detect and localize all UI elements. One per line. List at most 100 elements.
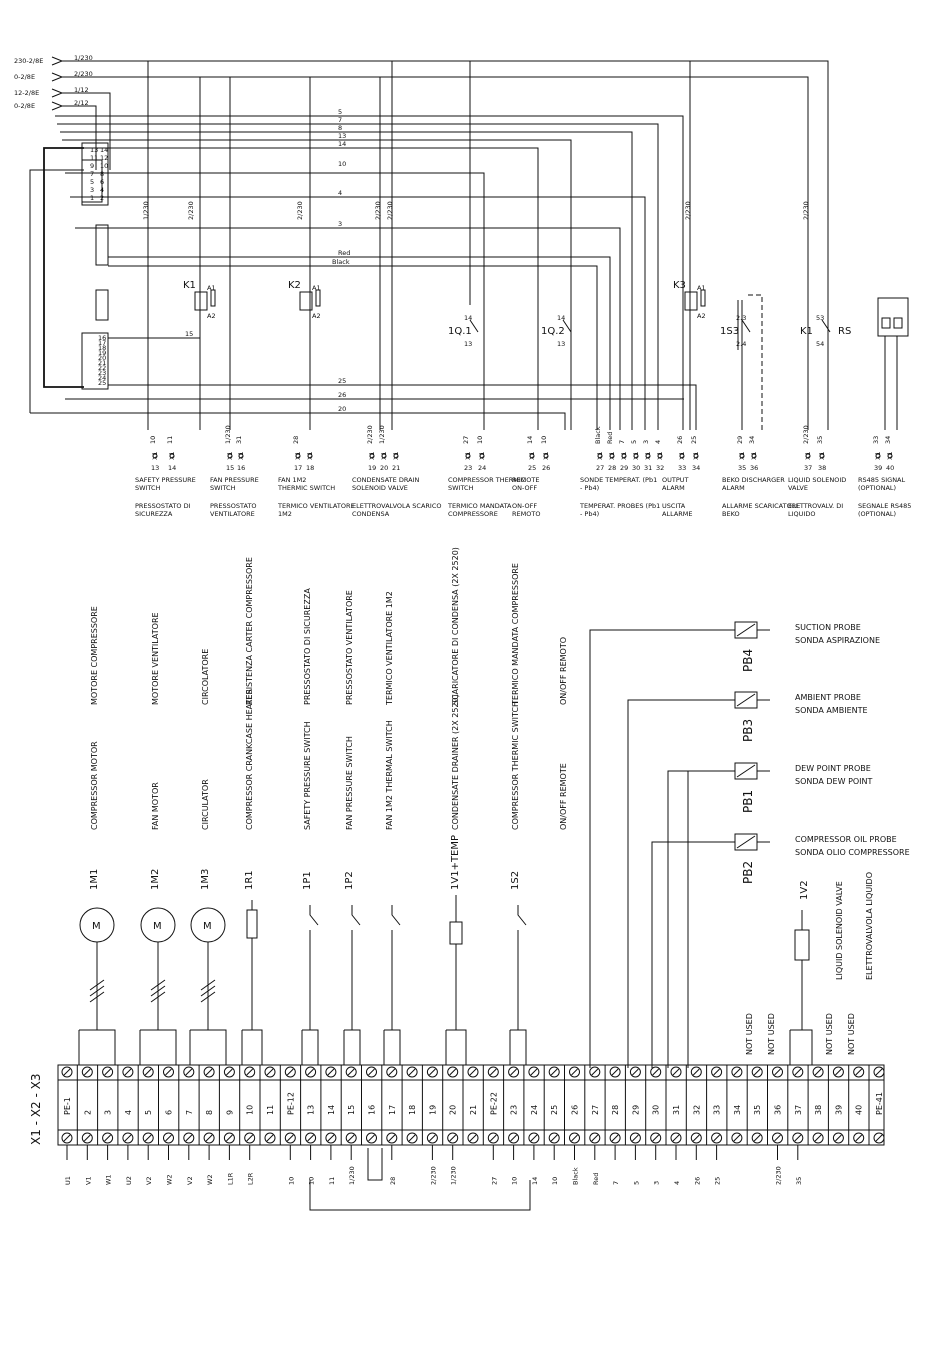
pin-number: 10 [100,162,108,170]
terminal-number: 38 [818,464,826,472]
terminal-screw-slot [632,1068,639,1076]
terminal-number: 39 [874,464,882,472]
terminal-screw-top [284,1066,296,1078]
terminal-screw-slot [855,1134,863,1142]
terminal-dot [633,453,639,459]
terminal-screw-slot [144,1068,152,1076]
terminal-tag: X1 [306,451,314,460]
terminal-screw-slot [855,1068,863,1076]
terminal-screw-slot [83,1134,91,1142]
terminal-screw-top [264,1066,276,1078]
terminal-desc-it: TEMPERAT. PROBES (Pb1 [579,502,660,510]
bottom-wire-label: W1 [105,1174,113,1185]
wire-label: 26 [338,391,346,399]
load-code: 1M2 [150,869,161,890]
bottom-wire-label: 11 [328,1177,336,1185]
terminal-number: 40 [855,1105,864,1115]
terminal-number: 36 [750,464,758,472]
terminal-dot [152,453,158,459]
terminal-dot [739,453,745,459]
terminal-wire: 25 [690,436,698,444]
terminal-number: 37 [794,1105,803,1115]
probe-code: PB2 [741,861,755,884]
motor-lead [150,942,166,1030]
terminal-number: 26 [542,464,550,472]
terminal-screw-bottom [589,1132,601,1144]
load-code: 1S2 [510,871,521,890]
valve-label-it: ELETTROVALVOLA LIQUIDO [865,872,874,980]
terminal-wire: 33 [872,436,880,444]
terminal-desc-en: SOLENOID VALVE [352,484,408,492]
bottom-wire-label: 4 [673,1181,681,1185]
terminal-screw-slot [226,1068,233,1076]
terminal-desc-en: (OPTIONAL) [858,484,896,492]
contact-name: 1S3 [720,326,739,337]
terminal-tag: X1 [886,451,894,460]
terminal-dot [621,453,627,459]
terminal-screw-slot [205,1134,213,1142]
terminal-screw-bottom [609,1132,621,1144]
terminal-screw-top [81,1066,93,1078]
terminal-desc-it: (OPTIONAL) [858,510,896,518]
terminal-desc-it: - Pb4) [580,510,599,518]
terminal-number: 20 [380,464,388,472]
contact-terminal: 13 [464,340,472,348]
probe-slash [736,764,756,778]
terminal-screw-top [629,1066,641,1078]
terminal-screw-bottom [386,1132,398,1144]
contact-terminal: 2.4 [736,340,746,348]
terminal-tag: X1 [542,451,550,460]
contact-switch [562,319,572,333]
terminal-tag: X1 [804,451,812,460]
pin-number: 11 [90,154,98,162]
input-wire-label: 2/230 [74,70,93,78]
terminal-tag: X1 [368,451,376,460]
load-code: 1P1 [302,871,313,890]
bus-number: 13 [338,132,346,140]
terminal-screw-bottom [792,1132,804,1144]
terminal-dot [369,453,375,459]
terminal-screw-top [203,1066,215,1078]
terminal-screw-bottom [163,1132,174,1144]
terminal-screw-slot [307,1068,314,1076]
load-label-en: ON/OFF REMOTE [559,763,568,830]
terminal-screw-slot [713,1068,720,1076]
terminal-screw-slot [307,1134,314,1142]
terminal-number: 18 [306,464,314,472]
terminal-screw-bottom [873,1132,885,1144]
terminal-number: 8 [205,1110,214,1115]
probe-icon [734,833,758,851]
probe-label-it: SONDA AMBIENTE [795,706,868,715]
terminal-screw-slot [835,1134,842,1142]
terminal-tag: X1 [644,451,652,460]
terminal-screw-top [447,1066,459,1078]
relay-terminal: A2 [207,312,216,320]
pin-number: 23 [98,369,106,377]
relay-terminal: A1 [697,284,706,292]
switch-icon [301,905,319,1065]
bottom-wire-label: Black [572,1167,580,1185]
probe-code: PB4 [741,649,755,672]
terminal-desc-it: PRESSOSTATO [210,502,257,510]
terminal-screw-slot [388,1134,396,1142]
contact-switch [821,319,831,333]
probe-code: PB1 [741,790,755,813]
terminal-screw-slot [632,1134,639,1142]
terminal-screw-top [528,1066,540,1078]
load-label-it: TERMICO VENTILATORE 1M2 [385,591,394,706]
terminal-desc-it: BEKO [722,510,740,518]
terminal-dot [543,453,549,459]
terminal-number: 7 [185,1110,194,1115]
terminal-tag: X1 [678,451,686,460]
terminal-tag: X1 [226,451,234,460]
terminal-dot [887,453,893,459]
terminal-screw-slot [388,1068,396,1076]
terminal-screw-slot [794,1068,802,1076]
terminal-dot [227,453,233,459]
motor-lead [200,942,216,1030]
terminal-screw-slot [733,1134,741,1142]
terminal-desc-en: VALVE [788,484,808,492]
bottom-wire-label: 7 [612,1181,620,1185]
terminal-screw-slot [469,1068,477,1076]
drainer-lead [445,895,467,1065]
